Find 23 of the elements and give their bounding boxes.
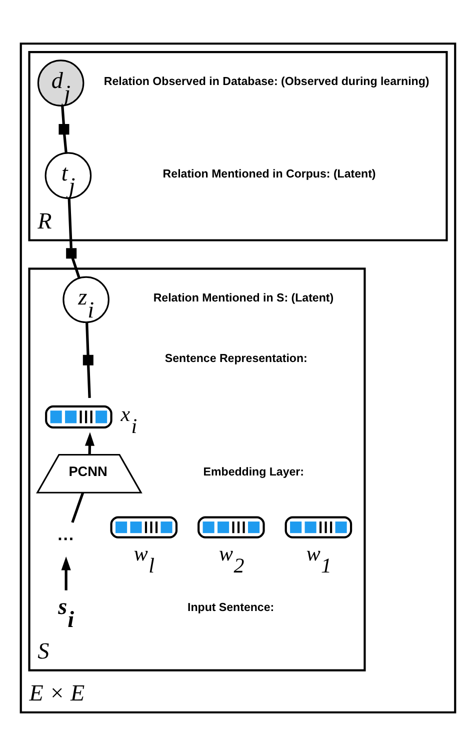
node-bar xyxy=(110,516,178,538)
label: Input Sentence: xyxy=(188,602,274,614)
arrow xyxy=(61,556,71,590)
connector xyxy=(61,106,66,125)
node-text: ··· xyxy=(58,529,74,548)
label: Sentence Representation: xyxy=(164,353,308,366)
label: Embedding Layer: xyxy=(203,466,304,479)
connector xyxy=(71,258,80,278)
arrow xyxy=(84,432,95,455)
label: Relation Mentioned in Corpus: (Latent) xyxy=(162,168,376,180)
label: Relation Mentioned in S: (Latent) xyxy=(153,292,334,305)
node-bar xyxy=(284,516,352,538)
node-box xyxy=(58,124,70,135)
label: Relation Observed in Database: (Observed during learning) xyxy=(104,76,430,88)
node-bar xyxy=(198,516,265,538)
node-bar xyxy=(45,405,112,428)
node-box xyxy=(82,354,94,366)
node-box xyxy=(66,248,77,259)
connector xyxy=(86,322,90,356)
connector xyxy=(87,365,91,398)
connector xyxy=(71,492,84,523)
connector xyxy=(68,198,72,248)
connector xyxy=(63,134,68,154)
